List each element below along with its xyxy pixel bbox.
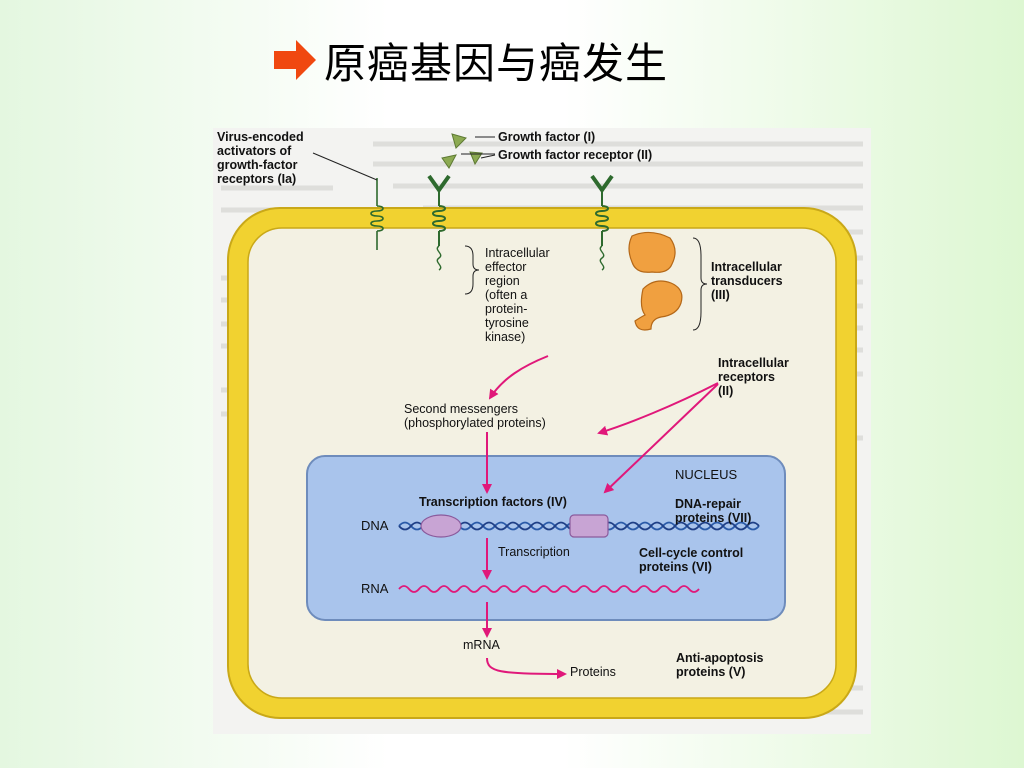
- growth-factor-receptor-ii: [427, 174, 451, 271]
- slide-title: 原癌基因与癌发生: [272, 28, 668, 92]
- label-anti-apoptosis: Anti-apoptosis proteins (V): [676, 651, 764, 679]
- label-growth-factor: Growth factor (I): [498, 130, 596, 144]
- right-arrow-icon: [274, 40, 316, 80]
- rna-strand: [398, 585, 700, 593]
- label-virus-activators: Virus-encoded activators of growth-facto…: [217, 130, 304, 186]
- title-text: 原癌基因与癌发生: [324, 38, 669, 88]
- label-nucleus: NUCLEUS: [675, 467, 738, 482]
- signal-arrows: [482, 355, 719, 679]
- growth-factor-ligand: [469, 151, 483, 166]
- label-rna: RNA: [361, 581, 389, 596]
- label-intracellular-receptors: Intracellular receptors (II): [718, 356, 789, 398]
- dna-repair-protein: [569, 514, 609, 538]
- growth-factor-ligand: [441, 154, 457, 169]
- growth-factor-receptor-ii-active: [590, 174, 614, 271]
- intracellular-transducer-iii: [628, 231, 676, 273]
- label-second-messengers: Second messengers (phosphorylated protei…: [404, 402, 546, 430]
- label-dna-repair: DNA-repair proteins (VII): [675, 497, 752, 525]
- label-proteins: Proteins: [570, 665, 616, 679]
- diagram-graphics: [221, 133, 863, 719]
- label-leader-lines: [312, 136, 708, 331]
- cell-signaling-diagram: Virus-encoded activators of growth-facto…: [213, 128, 871, 734]
- label-cell-cycle: Cell-cycle control proteins (VI): [639, 546, 744, 574]
- label-dna: DNA: [361, 518, 389, 533]
- label-intracellular-transducers: Intracellular transducers (III): [711, 260, 783, 302]
- transcription-factor-protein: [420, 514, 462, 538]
- label-growth-factor-receptor: Growth factor receptor (II): [498, 148, 653, 162]
- label-transcription-factors: Transcription factors (IV): [419, 495, 567, 509]
- label-mrna: mRNA: [463, 638, 500, 652]
- nucleus: [306, 455, 786, 621]
- growth-factor-ligand: [451, 133, 467, 149]
- label-intracellular-effector: Intracellular effector region (often a p…: [485, 246, 550, 344]
- intracellular-transducer-iii: [634, 280, 683, 331]
- label-transcription: Transcription: [498, 545, 570, 559]
- virus-receptor-ia: [370, 178, 384, 250]
